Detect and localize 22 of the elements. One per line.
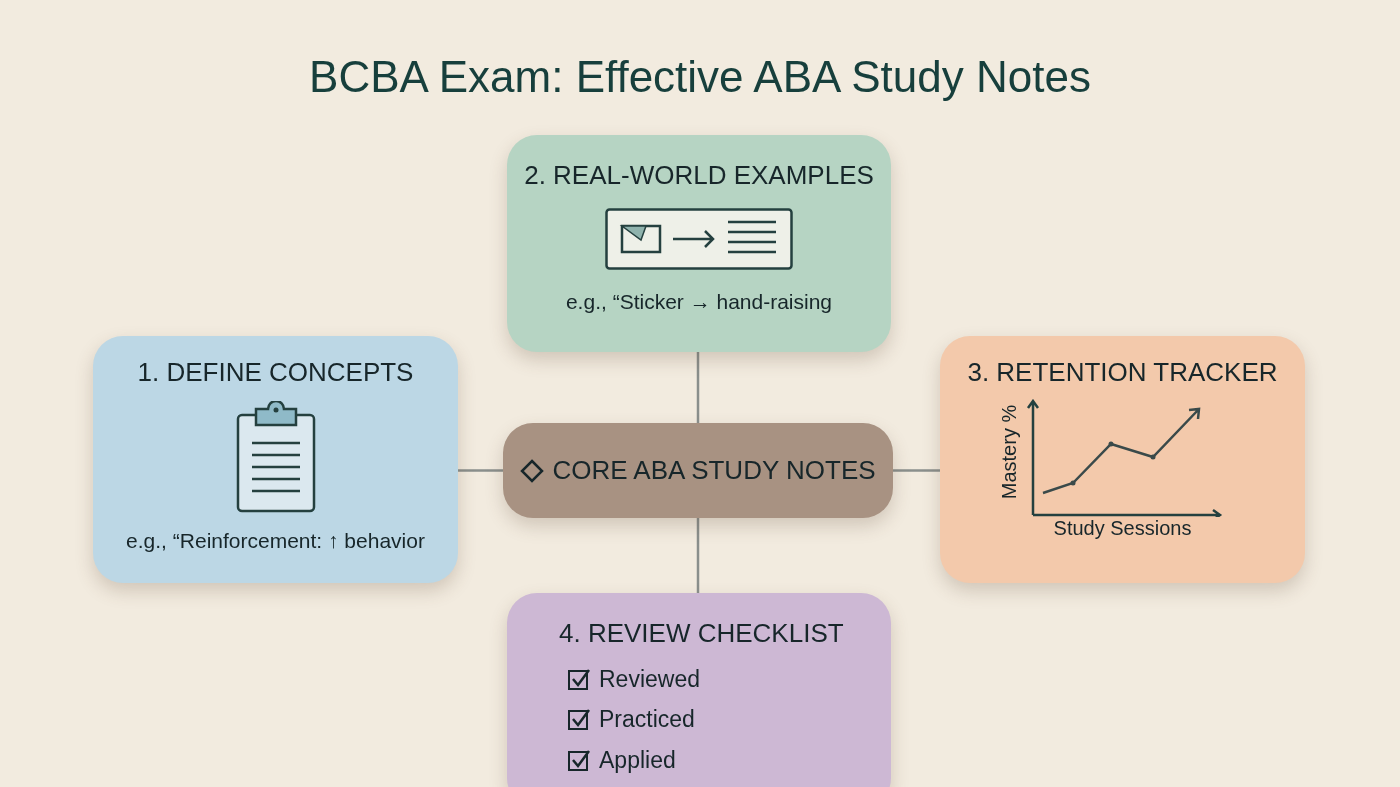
central-node bbox=[503, 423, 893, 518]
node-heading: 3. RETENTION TRACKER bbox=[967, 356, 1278, 389]
connector-line bbox=[696, 352, 700, 423]
checklist-item: Applied bbox=[599, 745, 676, 775]
checklist-item: Practiced bbox=[599, 705, 695, 734]
connector-line bbox=[458, 469, 503, 472]
axis-label: Mastery % bbox=[996, 403, 1021, 501]
node-heading: 4. REVIEW CHECKLIST bbox=[559, 617, 844, 650]
example-text: e.g., “Reinforcement: ↑ behavior bbox=[126, 527, 425, 554]
diagram-title: BCBA Exam: Effective ABA Study Notes bbox=[308, 51, 1092, 103]
node-heading: 2. REAL-WORLD EXAMPLES bbox=[524, 159, 874, 192]
checklist-item: Reviewed bbox=[599, 664, 700, 694]
connector-line bbox=[893, 469, 940, 472]
topic-card bbox=[507, 593, 891, 787]
topic-card bbox=[507, 135, 891, 352]
node-heading: 1. DEFINE CONCEPTS bbox=[137, 356, 414, 389]
example-text: e.g., “Sticker → hand-raising bbox=[565, 288, 833, 315]
connector-line bbox=[696, 518, 700, 593]
axis-label: Study Sessions bbox=[1052, 515, 1193, 541]
topic-card bbox=[940, 336, 1305, 583]
node-heading: CORE ABA STUDY NOTES bbox=[552, 454, 876, 487]
topic-card bbox=[93, 336, 458, 583]
